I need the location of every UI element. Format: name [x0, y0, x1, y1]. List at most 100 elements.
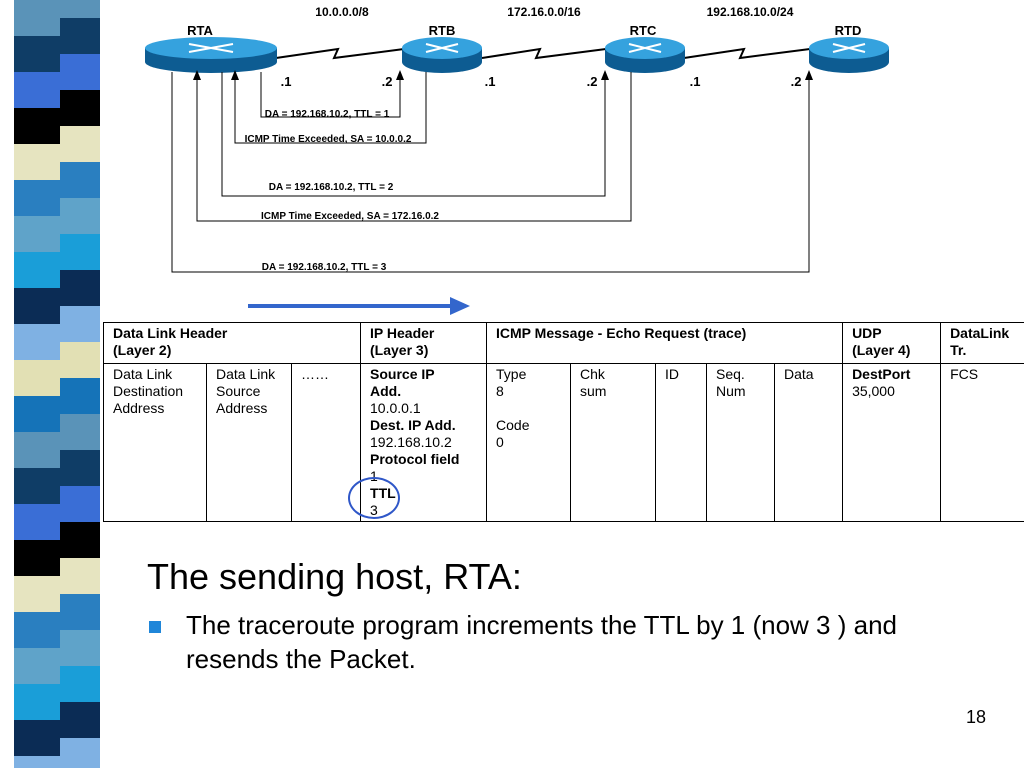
page-number: 18	[966, 707, 987, 727]
message-label-time-exceeded-2: ICMP Time Exceeded, SA = 172.16.0.2	[261, 211, 439, 222]
message-label-time-exceeded-1: ICMP Time Exceeded, SA = 10.0.0.2	[245, 134, 412, 145]
stripe-block	[60, 378, 100, 414]
stripe-block	[14, 504, 60, 540]
cell-sequence-number: Seq.Num	[706, 363, 776, 522]
interface-label: .2	[382, 74, 393, 89]
stripe-block	[60, 126, 100, 162]
stripe-block	[60, 522, 100, 558]
arrowhead	[396, 70, 404, 80]
stripe-block	[14, 0, 60, 36]
slide-title: The sending host, RTA:	[147, 556, 522, 597]
stripe-block	[14, 540, 60, 576]
message-label-ttl3: DA = 192.168.10.2, TTL = 3	[262, 262, 387, 273]
traceroute-network-diagram: 10.0.0.0/8 172.16.0.0/16 192.168.10.0/24…	[145, 5, 889, 315]
trace-path-time-exceeded-2	[196, 72, 632, 222]
router-label-rta: RTA	[187, 23, 213, 38]
stripe-block	[14, 72, 60, 108]
serial-link-1	[275, 47, 405, 60]
router-icon	[145, 37, 277, 73]
cell-fcs: FCS	[940, 363, 1024, 522]
router-label-rtc: RTC	[630, 23, 657, 38]
interface-label: .2	[791, 74, 802, 89]
stripe-block	[14, 108, 60, 144]
header-udp: UDP(Layer 4)	[842, 322, 942, 364]
header-ip: IP Header(Layer 3)	[360, 322, 488, 364]
stripe-block	[60, 558, 100, 594]
table-header-row: Data Link Header(Layer 2) IP Header(Laye…	[102, 322, 1024, 364]
router-icon	[402, 37, 482, 73]
stripe-block	[60, 198, 100, 234]
serial-link-3	[683, 47, 811, 60]
stripe-block	[60, 342, 100, 378]
stripe-block	[14, 576, 60, 612]
stripe-block	[14, 360, 60, 396]
arrowhead	[601, 70, 609, 80]
decorative-stripe-band	[0, 0, 120, 768]
cell-data: Data	[774, 363, 844, 522]
message-label-ttl2: DA = 192.168.10.2, TTL = 2	[269, 182, 394, 193]
router-icon	[809, 37, 889, 73]
stripe-block	[14, 684, 60, 720]
router-label-rtb: RTB	[429, 23, 456, 38]
serial-link-2	[481, 47, 607, 60]
stripe-block	[14, 468, 60, 504]
network-label-1: 10.0.0.0/8	[315, 5, 369, 19]
router-label-rtd: RTD	[835, 23, 862, 38]
stripe-block	[60, 162, 100, 198]
stripe-block	[60, 486, 100, 522]
trace-path-ttl1	[260, 72, 401, 118]
arrowhead	[231, 70, 239, 80]
stripe-block	[60, 450, 100, 486]
network-label-3: 192.168.10.0/24	[707, 5, 794, 19]
stripe-block	[60, 630, 100, 666]
packet-structure-table: Data Link Header(Layer 2) IP Header(Laye…	[102, 322, 1024, 522]
header-data-link: Data Link Header(Layer 2)	[102, 322, 362, 364]
header-icmp: ICMP Message - Echo Request (trace)	[486, 322, 844, 364]
stripe-block	[14, 180, 60, 216]
stripe-block	[60, 702, 100, 738]
stripe-block	[60, 666, 100, 702]
interface-label: .1	[485, 74, 496, 89]
stripe-block	[14, 396, 60, 432]
trace-path-time-exceeded-1	[234, 72, 427, 144]
trace-path-ttl2	[221, 72, 606, 197]
direction-arrowhead	[450, 297, 470, 315]
stripe-block	[14, 288, 60, 324]
stripe-block	[60, 414, 100, 450]
bullet-text: The traceroute program increments the TT…	[186, 610, 898, 674]
stripe-block	[60, 270, 100, 306]
stripe-block	[60, 90, 100, 126]
stripe-block	[14, 720, 60, 756]
stripe-block	[14, 324, 60, 360]
ttl-highlight-circle	[348, 477, 400, 519]
stripe-block	[14, 252, 60, 288]
interface-label: .2	[587, 74, 598, 89]
stripe-block	[14, 648, 60, 684]
message-label-ttl1: DA = 192.168.10.2, TTL = 1	[265, 109, 390, 120]
stripe-block	[60, 0, 100, 18]
stripe-block	[60, 234, 100, 270]
stripe-block	[14, 36, 60, 72]
stripe-block	[14, 756, 60, 768]
arrowhead	[805, 70, 813, 80]
stripe-block	[60, 54, 100, 90]
stripe-block	[14, 432, 60, 468]
stripe-block	[14, 216, 60, 252]
stripe-block	[60, 306, 100, 342]
cell-id: ID	[655, 363, 708, 522]
interface-label: .1	[690, 74, 701, 89]
bullet-square-icon	[149, 621, 161, 633]
stripe-block	[60, 738, 100, 768]
stripe-block	[14, 612, 60, 648]
stripe-block	[60, 18, 100, 54]
interface-label: .1	[281, 74, 292, 89]
router-icon	[605, 37, 685, 73]
arrowhead	[193, 70, 201, 80]
